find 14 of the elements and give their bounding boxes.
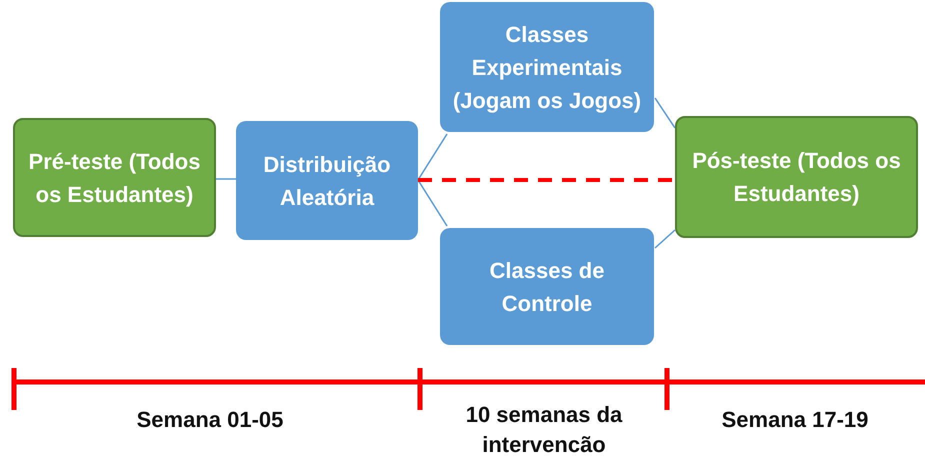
connector-line: [216, 178, 236, 180]
timeline-label: Semana 17-19: [720, 406, 870, 434]
connector-line: [417, 180, 448, 226]
process-box: Pré-teste (Todos os Estudantes): [13, 118, 216, 237]
timeline-label: 10 semanas da intervencão: [464, 401, 624, 459]
connector-line: [654, 229, 676, 249]
connector-line: [417, 134, 448, 180]
timeline-label: Semana 01-05: [136, 406, 284, 434]
dashed-connector: [418, 178, 675, 182]
process-box: Pós-teste (Todos os Estudantes): [675, 116, 918, 238]
process-box: Classes de Controle: [440, 228, 654, 345]
process-box: Distribuição Aleatória: [236, 121, 418, 240]
process-box: Classes Experimentais (Jogam os Jogos): [440, 2, 654, 132]
connector-line: [654, 98, 676, 128]
